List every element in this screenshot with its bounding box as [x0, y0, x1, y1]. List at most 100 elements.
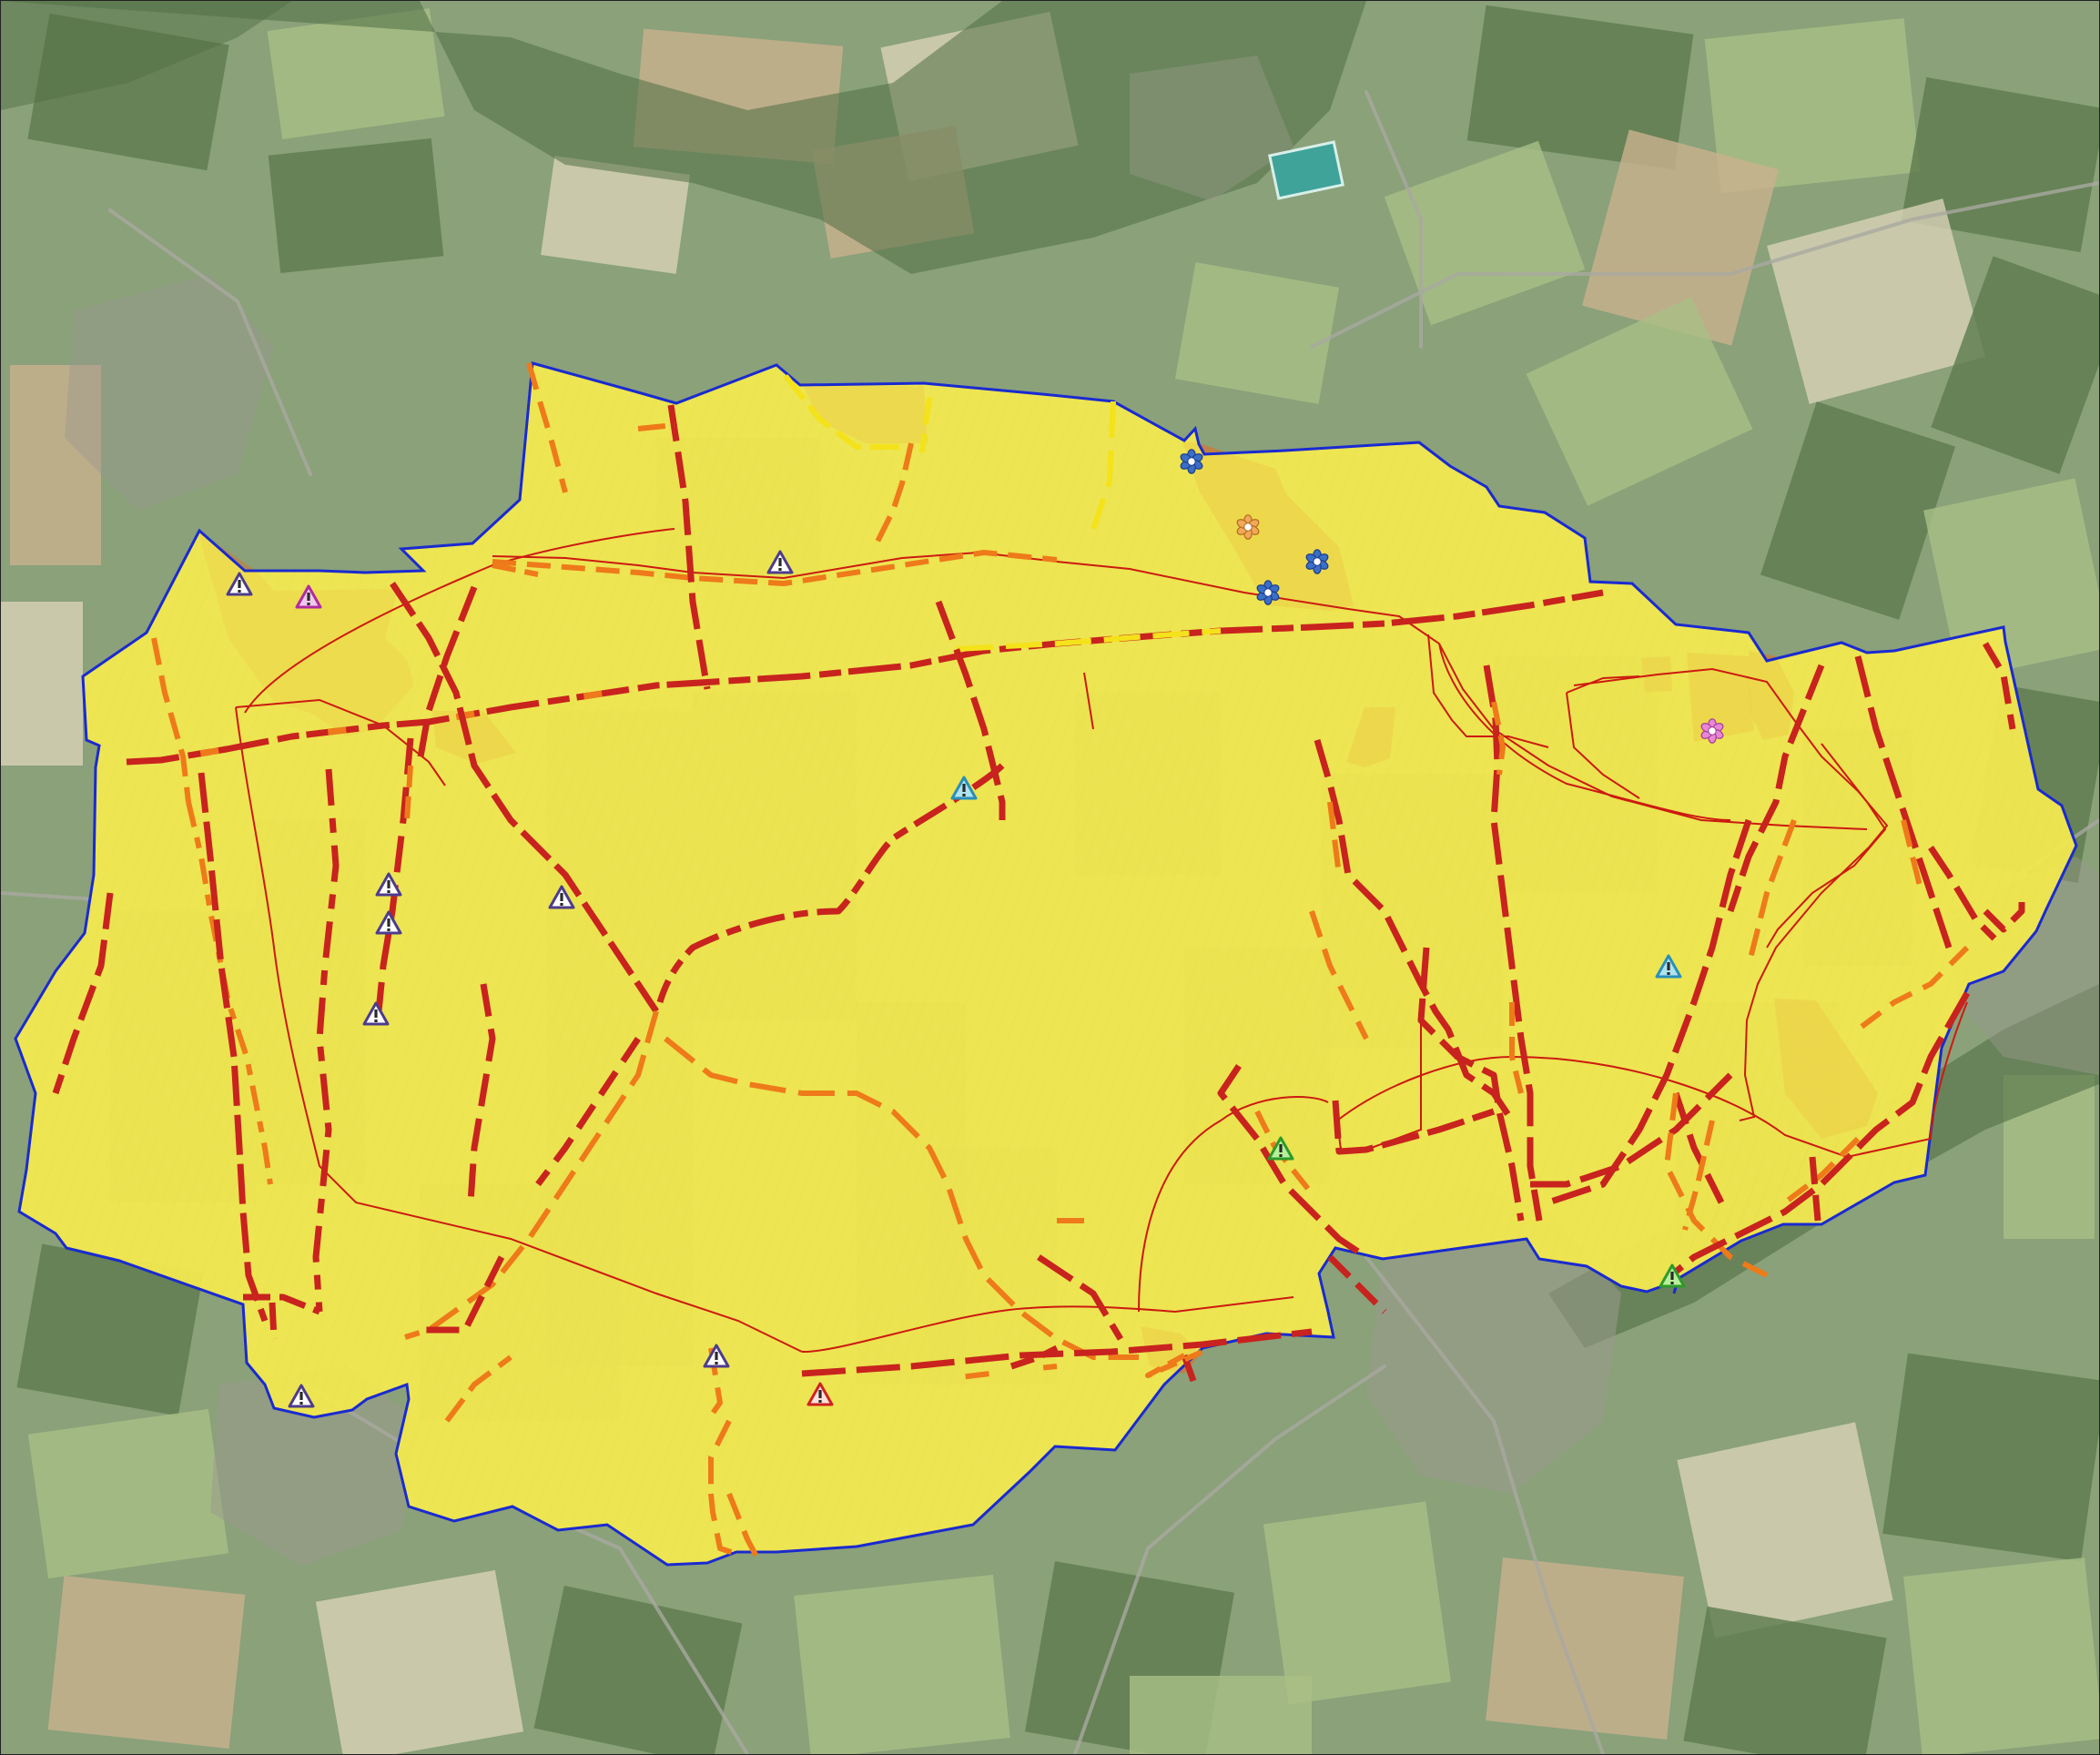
risk-segment: [1664, 1092, 1769, 1278]
risk-segment: [151, 637, 191, 803]
warning-triangle-icon[interactable]: [950, 776, 978, 800]
risk-segment: [1037, 1254, 1124, 1341]
risk-segment: [1091, 401, 1116, 530]
field-parcel: [1466, 5, 1694, 170]
road-line: [1310, 181, 2099, 349]
flower-icon[interactable]: [1255, 580, 1280, 605]
buffer-outline: [1438, 643, 1731, 821]
buffer-outline: [1336, 1001, 1968, 1159]
risk-segment: [783, 374, 911, 450]
risk-segment: [243, 1293, 321, 1315]
flower-icon[interactable]: [1699, 718, 1724, 744]
warning-triangle-icon[interactable]: [703, 1344, 730, 1368]
risk-segment: [935, 600, 1006, 820]
risk-segment: [1809, 1156, 1821, 1222]
warning-triangle-icon[interactable]: [1659, 1263, 1686, 1288]
risk-segment: [1483, 664, 1543, 1222]
field-parcel: [1130, 1676, 1312, 1754]
field-parcel: [1901, 76, 2099, 253]
risk-segment: [667, 404, 711, 690]
buffer-outline: [1766, 743, 1887, 949]
risk-segment: [1673, 991, 1971, 1274]
warning-triangle-icon[interactable]: [295, 584, 322, 609]
risk-segment: [1332, 1100, 1496, 1155]
risk-segment: [535, 1037, 641, 1187]
risk-segment: [1983, 902, 2025, 933]
field-parcel: [1677, 1422, 1893, 1638]
risk-segment: [198, 772, 269, 1323]
warning-triangle-icon[interactable]: [375, 872, 402, 897]
risk-segment: [1327, 1254, 1387, 1314]
risk-segment: [374, 737, 414, 1021]
risk-segment: [52, 892, 114, 1095]
risk-segment: [126, 589, 1604, 766]
field-parcel: [1882, 1353, 2099, 1562]
risk-segment: [467, 983, 496, 1203]
risk-segment: [919, 397, 932, 453]
road-line: [108, 208, 312, 476]
risk-segment: [637, 422, 675, 431]
risk-segment: [126, 682, 657, 766]
risk-segment: [956, 628, 1222, 652]
risk-segment: [1530, 1072, 1733, 1188]
warning-triangle-icon[interactable]: [226, 572, 253, 596]
flower-icon[interactable]: [1235, 514, 1260, 540]
risk-segment: [1491, 701, 1506, 776]
risk-segment: [1682, 1120, 1715, 1231]
risk-segment: [1854, 655, 1953, 949]
risk-segment: [269, 1302, 278, 1340]
forest-area: [1, 1, 292, 110]
risk-segment: [656, 763, 1005, 1004]
risk-segment: [492, 563, 539, 577]
warning-triangle-icon[interactable]: [1267, 1136, 1294, 1161]
field-parcel: [533, 1585, 743, 1754]
risk-segment: [872, 442, 914, 549]
warning-triangle-icon[interactable]: [1655, 954, 1682, 979]
risk-segment: [444, 1354, 512, 1423]
field-parcel: [1174, 262, 1340, 404]
field-parcel: [268, 137, 444, 274]
risk-segment: [1314, 739, 1515, 1122]
field-parcel: [794, 1574, 1010, 1754]
village-area: [210, 1366, 420, 1567]
field-parcel: [1683, 1606, 1887, 1754]
buffer-outline: [1083, 672, 1094, 730]
buffer-outline: [244, 528, 675, 714]
warning-triangle-icon[interactable]: [807, 1382, 834, 1406]
risk-segment: [1417, 947, 1525, 1222]
field-parcel: [27, 1408, 229, 1579]
field-parcel: [1767, 198, 1985, 404]
flower-icon[interactable]: [1179, 449, 1203, 474]
field-parcel: [47, 1576, 246, 1749]
risk-segment: [1928, 846, 1997, 941]
buffer-outline: [1427, 634, 1549, 748]
warning-triangle-icon[interactable]: [548, 885, 575, 909]
field-parcel: [1923, 478, 2099, 680]
field-parcel: [1760, 401, 1955, 620]
risk-segment: [726, 1492, 765, 1568]
field-parcel: [16, 1243, 204, 1416]
buffer-outline: [1566, 675, 1640, 694]
risk-segment: [1009, 1344, 1059, 1370]
risk-segment: [1547, 818, 1752, 1206]
risk-segment: [390, 582, 659, 1013]
field-parcel: [267, 8, 445, 139]
field-parcel: [1263, 1501, 1452, 1705]
village-area: [65, 274, 274, 511]
warning-triangle-icon[interactable]: [362, 1001, 390, 1026]
risk-segment: [664, 1036, 1139, 1360]
risk-segment: [404, 1010, 659, 1340]
risk-segment: [801, 1328, 1313, 1377]
risk-segment: [1856, 945, 1970, 1032]
risk-segment: [708, 1419, 732, 1494]
warning-triangle-icon[interactable]: [288, 1384, 315, 1408]
field-parcel: [1384, 140, 1586, 326]
risk-segment: [1509, 1002, 1524, 1094]
flower-icon[interactable]: [1304, 549, 1329, 574]
buffer-outline: [1138, 1096, 1329, 1313]
warning-triangle-icon[interactable]: [766, 550, 794, 574]
risk-segment: [1783, 1136, 1861, 1205]
field-parcel: [1582, 129, 1779, 346]
warning-triangle-icon[interactable]: [375, 910, 402, 935]
